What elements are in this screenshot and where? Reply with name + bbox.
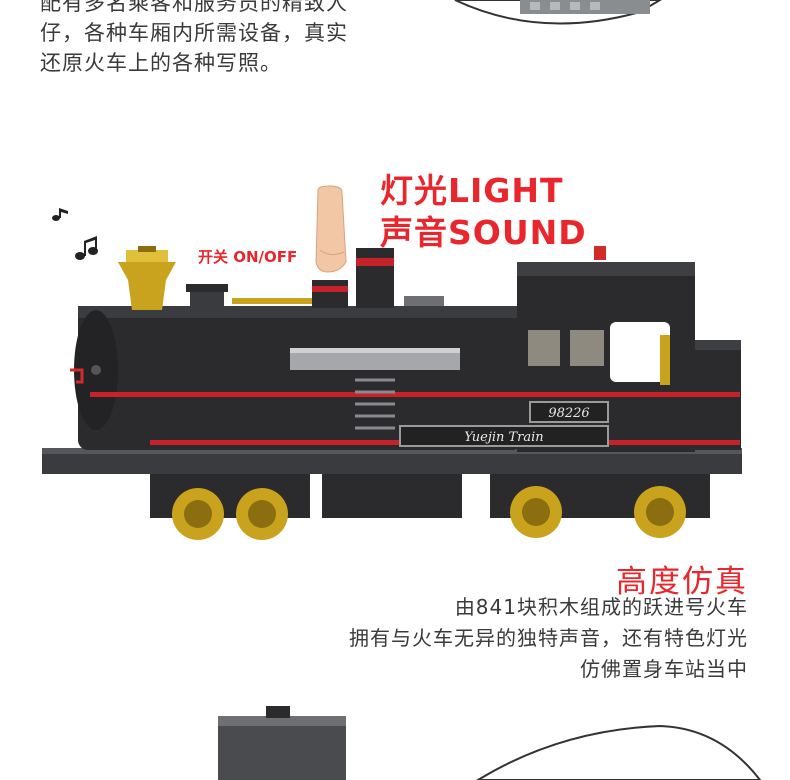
light-headline: 灯光LIGHT [380, 171, 564, 210]
wheel [510, 486, 562, 538]
wheel [236, 488, 288, 540]
music-note-icon [52, 208, 68, 221]
intro-line: 仔，各种车厢内所需设备，真实 [40, 21, 348, 45]
music-note-icon [75, 236, 98, 260]
sound-headline: 声音SOUND [380, 213, 587, 252]
finger-pointer-image [315, 185, 347, 273]
feature-description: 由841块积木组成的跃进号火车 拥有与火车无异的独特声音，还有特色灯光 仿佛置身… [349, 592, 748, 685]
number-plate: 98226 [548, 406, 589, 421]
feature-line: 拥有与火车无异的独特声音，还有特色灯光 [349, 626, 748, 650]
bottom-right-image [476, 724, 762, 780]
wheel [172, 488, 224, 540]
intro-line: 还原火车上的各种写照。 [40, 51, 282, 75]
feature-line: 仿佛置身车站当中 [580, 657, 748, 681]
bottom-left-train-part [218, 706, 346, 780]
feature-line: 由841块积木组成的跃进号火车 [454, 595, 748, 619]
feature-title: 高度仿真 [616, 564, 748, 600]
switch-label: 开关 ON/OFF [198, 248, 298, 266]
name-plate: Yuejin Train [464, 430, 543, 445]
intro-line: 配有多名乘客和服务员的精致人 [40, 0, 348, 15]
intro-text: 配有多名乘客和服务员的精致人 仔，各种车厢内所需设备，真实 还原火车上的各种写照… [40, 0, 400, 78]
wheel [634, 486, 686, 538]
